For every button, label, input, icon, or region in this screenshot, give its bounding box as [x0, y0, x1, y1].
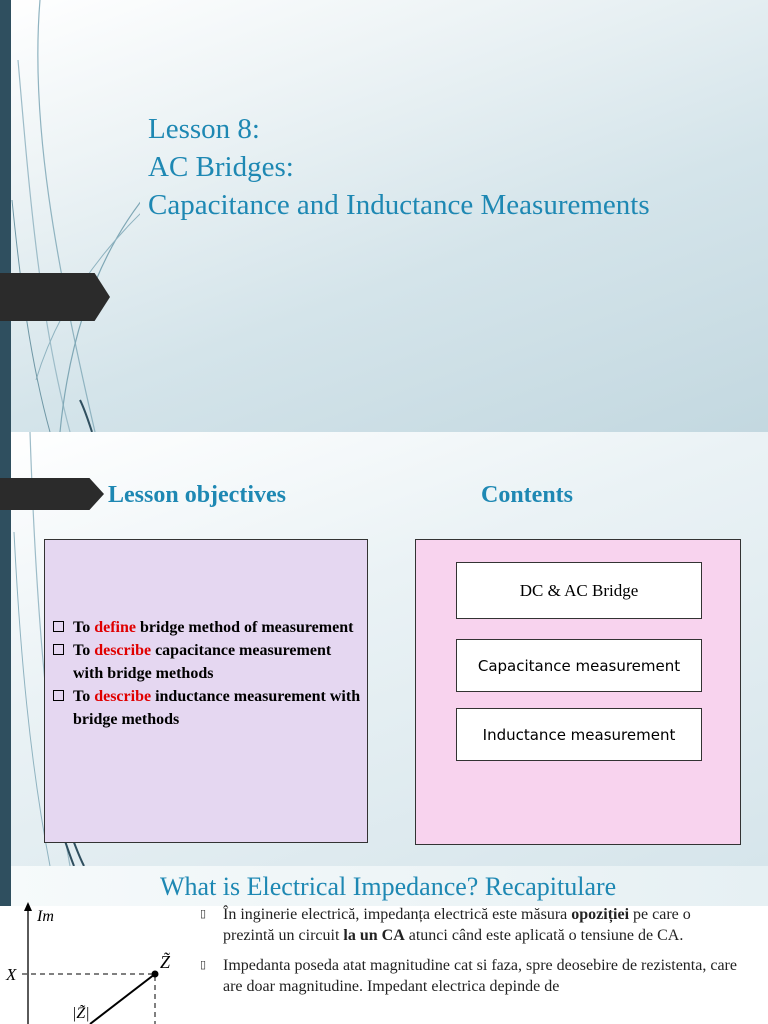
objectives-list: To define bridge method of measurement T…: [51, 616, 365, 731]
title-line: Capacitance and Inductance Measurements: [148, 189, 650, 221]
magnitude-label: |Z̃|: [72, 1004, 90, 1022]
z-label: Z̃: [160, 952, 171, 972]
vector-tip: [151, 970, 159, 978]
checkbox-bullet-icon: [53, 644, 64, 655]
contents-box: DC & AC Bridge Capacitance measurement I…: [415, 539, 741, 845]
objective-prefix: To: [73, 619, 95, 636]
objective-item: To define bridge method of measurement: [51, 616, 365, 639]
bullet-list: ▯ În inginerie electrică, impedanța elec…: [200, 904, 740, 1006]
left-accent-bar: [0, 0, 11, 432]
bullet-text: atunci când este aplicată o tensiune de …: [404, 927, 684, 944]
objective-prefix: To: [73, 642, 95, 659]
objectives-slide: Lesson objectives Contents To define bri…: [0, 432, 768, 866]
objective-prefix: To: [73, 688, 95, 705]
impedance-diagram: Im X Z̃ |Z̃|: [5, 902, 171, 1024]
objectives-heading: Lesson objectives: [108, 482, 286, 508]
slide-title: Lesson 8: AC Bridges: Capacitance and In…: [148, 110, 650, 224]
axis-arrow-icon: [24, 902, 32, 911]
title-line: AC Bridges:: [148, 151, 294, 183]
title-line: Lesson 8:: [148, 113, 260, 145]
contents-item-capacitance[interactable]: Capacitance measurement: [456, 639, 702, 692]
objective-verb: describe: [94, 642, 152, 659]
contents-heading: Contents: [481, 482, 574, 508]
objective-text: capacitance measurement with bridge meth…: [73, 642, 332, 682]
bullet-bold: opoziției: [571, 906, 630, 923]
contents-item-inductance[interactable]: Inductance measurement: [456, 708, 702, 761]
bullet-bold: la un CA: [343, 927, 405, 944]
checkbox-bullet-icon: [53, 690, 64, 701]
bullet-icon: ▯: [200, 908, 207, 920]
checkbox-bullet-icon: [53, 621, 64, 632]
bullet-icon: ▯: [200, 959, 207, 971]
bullet-item: ▯ Impedanta poseda atat magnitudine cat …: [200, 955, 740, 997]
title-band: [0, 866, 768, 906]
left-accent-bar: [0, 432, 11, 866]
objective-text: inductance measurement with bridge metho…: [73, 688, 361, 728]
slide-title: What is Electrical Impedance? Recapitula…: [160, 872, 617, 901]
bullet-text: pe care o prezintă un circuit: [223, 906, 691, 944]
bullet-text: Impedanta poseda atat magnitudine cat si…: [223, 957, 737, 995]
objectives-box: To define bridge method of measurement T…: [44, 539, 368, 843]
x-label: X: [5, 965, 17, 984]
objective-item: To describe capacitance measurement with…: [51, 639, 365, 685]
impedance-slide: What is Electrical Impedance? Recapitula…: [0, 866, 768, 1024]
objective-text: bridge method of measurement: [135, 619, 354, 636]
arrow-marker: [0, 478, 104, 510]
title-slide: Lesson 8: AC Bridges: Capacitance and In…: [0, 0, 768, 432]
contents-item-dc-ac-bridge[interactable]: DC & AC Bridge: [456, 562, 702, 619]
left-accent-bar: [0, 866, 11, 906]
bullet-item: ▯ În inginerie electrică, impedanța elec…: [200, 904, 740, 946]
objective-verb: describe: [94, 688, 152, 705]
objective-item: To describe inductance measurement with …: [51, 685, 365, 731]
im-label: Im: [36, 908, 54, 925]
impedance-vector: [89, 973, 156, 1024]
bullet-text: În inginerie electrică, impedanța electr…: [223, 906, 572, 923]
objective-verb: define: [94, 619, 136, 636]
arrow-marker: [0, 273, 110, 321]
decorative-curves: [11, 0, 140, 432]
